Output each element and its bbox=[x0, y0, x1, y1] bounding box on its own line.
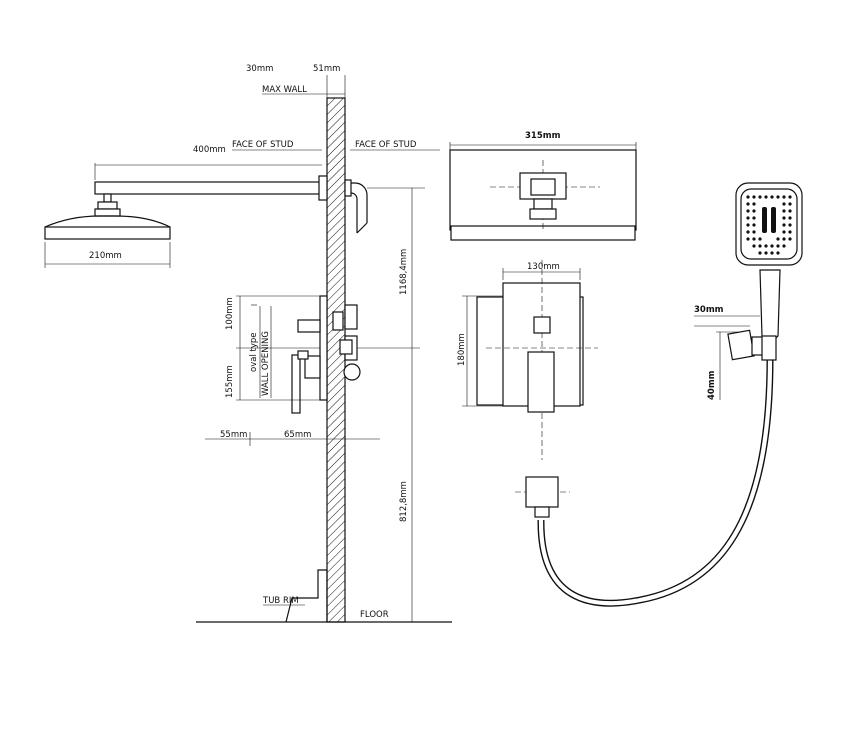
side-elevation-view: 30mm 51mm MAX WALL 400mm FACE OF STUD FA… bbox=[44, 64, 452, 623]
rain-shower-head bbox=[44, 226, 171, 240]
dim-210mm: 210mm bbox=[89, 251, 122, 261]
max-wall-label: MAX WALL bbox=[262, 85, 307, 95]
dim-65mm: 65mm bbox=[284, 430, 311, 440]
dim-400mm: 400mm bbox=[193, 145, 226, 155]
dim-100mm: 100mm bbox=[225, 297, 235, 330]
hand-shower-handle bbox=[759, 269, 781, 342]
shower-arm bbox=[94, 181, 323, 195]
wall-section bbox=[326, 97, 346, 623]
hand-shower-holder bbox=[727, 329, 755, 361]
dim-130mm: 130mm bbox=[527, 262, 560, 272]
oval-type-label: oval type bbox=[249, 333, 259, 373]
front-view-valve-trim: 130mm 180mm bbox=[457, 260, 598, 518]
tub-rim-label: TUB RIM bbox=[262, 596, 299, 606]
wall-opening-label: WALL OPENING bbox=[261, 331, 271, 396]
dim-1168mm: 1168,4mm bbox=[399, 249, 409, 295]
dim-51mm: 51mm bbox=[313, 64, 340, 74]
front-view-shower-head: 315mm bbox=[449, 131, 637, 241]
dim-55mm: 55mm bbox=[220, 430, 247, 440]
valve-handle-front bbox=[527, 351, 555, 413]
spray-selector-right bbox=[771, 207, 776, 233]
spray-nozzles bbox=[746, 195, 792, 255]
hand-shower-view: 30mm 40mm bbox=[537, 182, 803, 607]
dim-315mm: 315mm bbox=[525, 131, 561, 141]
face-of-stud-left: FACE OF STUD bbox=[232, 140, 294, 150]
dim-30mm-holder: 30mm bbox=[694, 305, 724, 315]
face-of-stud-right: FACE OF STUD bbox=[355, 140, 417, 150]
tub-rim bbox=[285, 569, 328, 623]
valve-trim-plate bbox=[319, 295, 328, 401]
dim-155mm: 155mm bbox=[225, 365, 235, 398]
wall-outlet-front bbox=[525, 476, 559, 508]
floor-label: FLOOR bbox=[360, 610, 389, 620]
dim-812mm: 812,8mm bbox=[399, 481, 409, 522]
dim-40mm: 40mm bbox=[707, 370, 717, 400]
spray-selector-left bbox=[762, 207, 767, 233]
valve-lever bbox=[291, 354, 301, 414]
dim-180mm: 180mm bbox=[457, 333, 467, 366]
dim-30mm-top: 30mm bbox=[246, 64, 273, 74]
